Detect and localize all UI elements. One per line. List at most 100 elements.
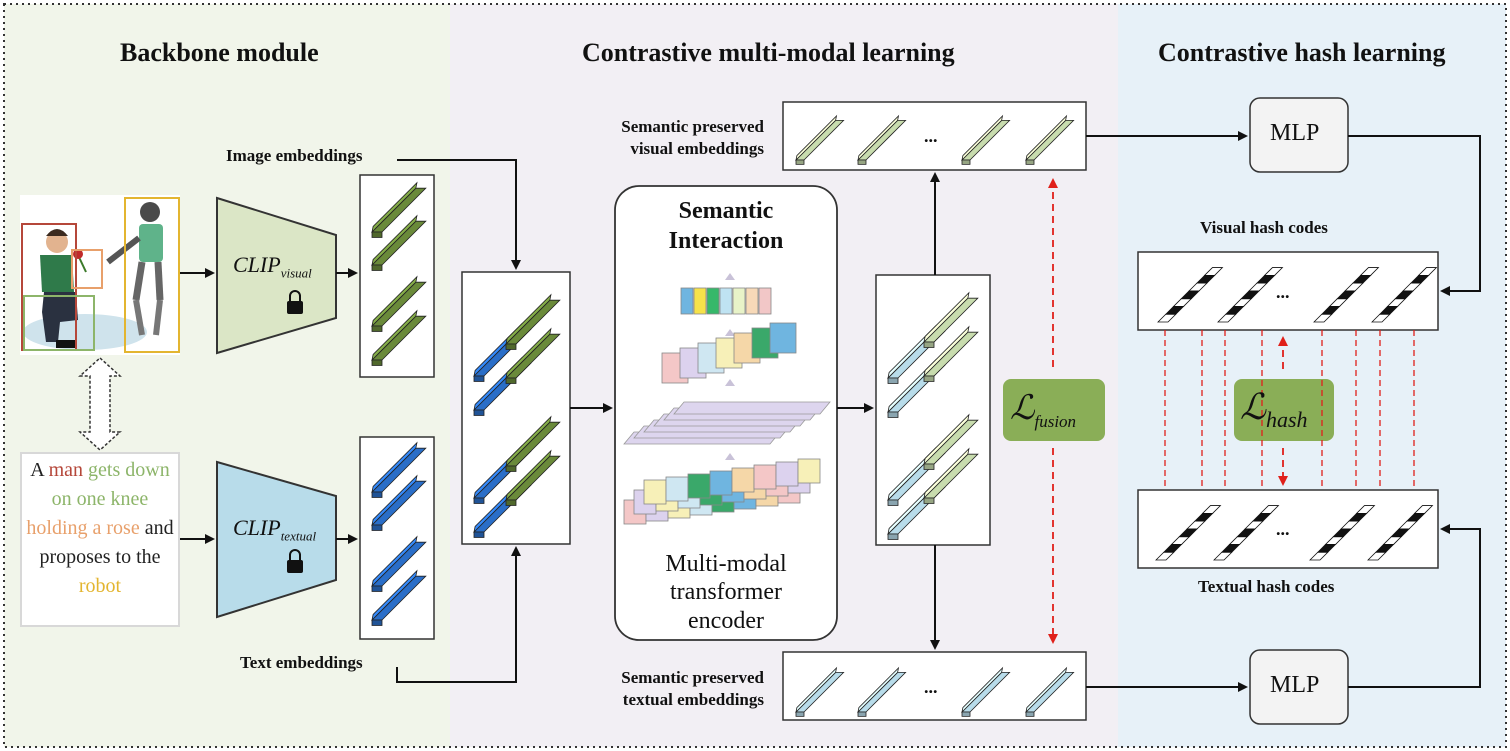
visual-hash-label: Visual hash codes (1200, 218, 1328, 237)
output-token (745, 287, 759, 315)
caption-word: robot (78, 575, 122, 597)
fused-image-bar (923, 325, 979, 382)
concat-image-bar-end (505, 377, 517, 384)
input-image (20, 195, 180, 355)
qkv-tile (731, 467, 755, 493)
clip-textual-encoder (216, 460, 337, 619)
concat-image-bar (505, 415, 561, 472)
visual-preserved-bar (961, 114, 1011, 165)
visual-preserved-bar (1025, 114, 1075, 165)
flow-arrow-icon (725, 273, 735, 280)
image-embedding-bar-end (371, 359, 383, 366)
textual-hash-bar-segment (1259, 505, 1280, 514)
fusion-loss-box (1003, 379, 1105, 441)
textual-hash-ellipsis: ... (1276, 519, 1290, 539)
visual-hash-bar-segment (1417, 267, 1438, 276)
visual-preserved-bar (795, 114, 845, 165)
section-title-hash: Contrastive hash learning (1158, 38, 1446, 67)
textual-preserved-bar-top (1025, 666, 1068, 714)
fused-image-bar (923, 413, 979, 470)
concat-image-bar (505, 449, 561, 506)
visual-preserved-bar-top (857, 114, 900, 162)
visual-hash-ellipsis: ... (1276, 282, 1290, 302)
image-embedding-bar (371, 275, 427, 332)
fused-image-bar-top (923, 325, 970, 378)
feed-forward-layer (673, 401, 831, 415)
textual-preserved-bar (857, 666, 907, 717)
visual-hash-bar (1157, 267, 1224, 323)
fused-image-bar (923, 291, 979, 348)
image-embedding-bar (371, 214, 427, 271)
outer-dotted-border (3, 3, 1507, 748)
image-embedding-bar-top (371, 214, 418, 267)
output-token (706, 287, 720, 315)
qkv-tile (665, 476, 689, 502)
textual-preserved-bar (795, 666, 845, 717)
arrow (1348, 524, 1481, 688)
textual-preserved-bar-end (961, 711, 971, 717)
fused-image-bar-end (923, 375, 935, 382)
output-token (732, 287, 746, 315)
image-embedding-bar (371, 309, 427, 366)
visual-hash-box (1137, 251, 1439, 331)
textual-hash-bar (1155, 505, 1222, 561)
text-embedding-bar-end (371, 619, 383, 626)
fused-text-bar-end (887, 411, 899, 418)
text-embedding-bar-top (371, 569, 418, 622)
transformer-illustration (623, 273, 831, 525)
text-embedding-bar-end (371, 491, 383, 498)
image-embedding-bar-end (371, 264, 383, 271)
fused-image-bar-top (923, 447, 970, 500)
caption-word: A (30, 459, 49, 481)
concat-image-bar-top (505, 293, 552, 346)
visual-preserved-bar-top (795, 114, 838, 162)
lock-icon (287, 290, 303, 314)
textual-preserved-bar-end (1025, 711, 1035, 717)
textual-preserved-bar-top (795, 666, 838, 714)
mlp-top-label: MLP (1270, 120, 1320, 146)
textual-preserved-label: Semantic preserved textual embeddings (621, 668, 764, 710)
textual-preserved-bar-top (857, 666, 900, 714)
textual-hash-bar-segment (1413, 505, 1434, 514)
concat-image-bar-top (505, 449, 552, 502)
fused-text-bar-end (887, 377, 899, 384)
textual-hash-label: Textual hash codes (1198, 577, 1335, 596)
text-embedding-bar-top (371, 535, 418, 588)
fused-image-bar-top (923, 413, 970, 466)
concat-image-bar-end (505, 499, 517, 506)
visual-preserved-bar-end (961, 159, 971, 165)
visual-hash-bar (1371, 267, 1438, 323)
visual-preserved-ellipsis: ... (924, 126, 938, 146)
textual-hash-bar-segment (1355, 505, 1376, 514)
caption-word: holding a rose (26, 517, 140, 539)
concat-text-bar-end (473, 497, 485, 504)
fusion-loss-label: ℒfusion (1010, 390, 1077, 431)
textual-preserved-bar-end (795, 711, 805, 717)
visual-preserved-bar-top (961, 114, 1004, 162)
output-token (680, 287, 694, 315)
mlp-bottom-label: MLP (1270, 672, 1320, 698)
flow-arrow-icon (725, 329, 735, 336)
image-embedding-bar (371, 181, 427, 238)
visual-preserved-label: Semantic preserved visual embeddings (621, 117, 764, 159)
visual-hash-bar-segment (1203, 267, 1224, 276)
textual-hash-bar-segment (1201, 505, 1222, 514)
concat-text-bar-end (473, 409, 485, 416)
fused-text-bar-end (887, 499, 899, 506)
textual-hash-bar (1309, 505, 1376, 561)
image-embedding-bar-top (371, 309, 418, 362)
visual-preserved-bar-end (1025, 159, 1035, 165)
visual-preserved-bar-end (857, 159, 867, 165)
fused-image-bar-top (923, 291, 970, 344)
image-embedding-bar-top (371, 275, 418, 328)
text-embedding-bar-top (371, 441, 418, 494)
text-embedding-bar (371, 569, 427, 626)
caption-word: man (48, 459, 84, 481)
arrow (1348, 135, 1481, 296)
image-embedding-bar-end (371, 325, 383, 332)
visual-hash-bar-segment (1359, 267, 1380, 276)
fused-text-bar-end (887, 533, 899, 540)
textual-preserved-bar (961, 666, 1011, 717)
text-embedding-bar (371, 441, 427, 498)
